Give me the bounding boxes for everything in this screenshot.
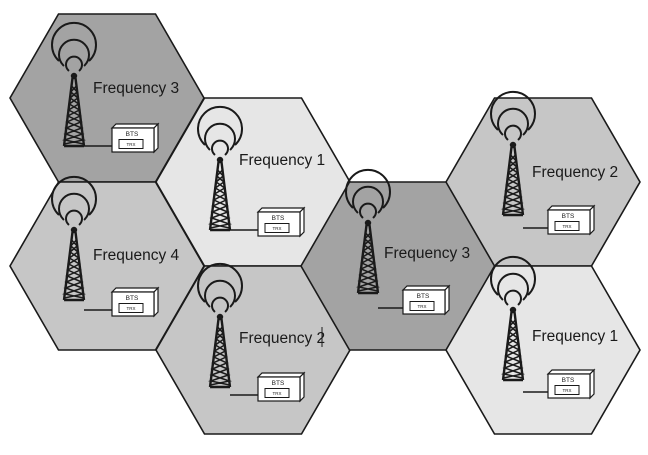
trx-label: TRX xyxy=(273,226,282,231)
bts-equipment-box: BTS TRX xyxy=(256,206,306,238)
bts-equipment-box: BTS TRX xyxy=(546,368,596,400)
cell-lower-middle: BTS TRX Frequency 2 xyxy=(155,262,351,435)
bts-equipment-box: BTS TRX xyxy=(110,286,160,318)
bts-equipment-box: BTS TRX xyxy=(401,284,451,316)
frequency-label: Frequency 1 xyxy=(532,328,618,345)
bts-label: BTS xyxy=(272,380,285,387)
bts-label: BTS xyxy=(126,295,139,302)
trx-label: TRX xyxy=(273,391,282,396)
trx-label: TRX xyxy=(127,142,136,147)
frequency-label: Frequency 3 xyxy=(384,245,470,262)
trx-label: TRX xyxy=(563,388,572,393)
cell-lower-right: BTS TRX Frequency 1 xyxy=(445,255,641,435)
cell-top-left: BTS TRX Frequency 3 xyxy=(9,13,205,183)
antenna-tower-icon xyxy=(197,262,243,389)
bts-equipment-box: BTS TRX xyxy=(546,204,596,236)
cell-center: BTS TRX Frequency 3 xyxy=(300,168,496,351)
trx-label: TRX xyxy=(127,306,136,311)
antenna-tower-icon xyxy=(490,90,536,217)
frequency-label: Frequency 4 xyxy=(93,247,180,264)
frequency-label: Frequency 2 xyxy=(532,164,618,181)
antenna-tower-icon xyxy=(51,21,97,148)
bts-label: BTS xyxy=(417,293,430,300)
bts-equipment-box: BTS TRX xyxy=(110,122,160,154)
antenna-tower-icon xyxy=(51,175,97,302)
frequency-label: Frequency 2 xyxy=(239,330,325,347)
bts-label: BTS xyxy=(272,215,285,222)
antenna-tower-icon xyxy=(197,105,243,232)
frequency-label: Frequency 1 xyxy=(239,152,325,169)
bts-label: BTS xyxy=(126,131,139,138)
antenna-tower-icon xyxy=(345,168,391,295)
trx-label: TRX xyxy=(418,304,427,309)
cell-upper-middle: BTS TRX Frequency 1 xyxy=(155,97,351,267)
trx-label: TRX xyxy=(563,224,572,229)
bts-label: BTS xyxy=(562,377,575,384)
frequency-label: Frequency 3 xyxy=(93,80,179,97)
bts-label: BTS xyxy=(562,213,575,220)
bts-equipment-box: BTS TRX xyxy=(256,371,306,403)
antenna-tower-icon xyxy=(490,255,536,382)
